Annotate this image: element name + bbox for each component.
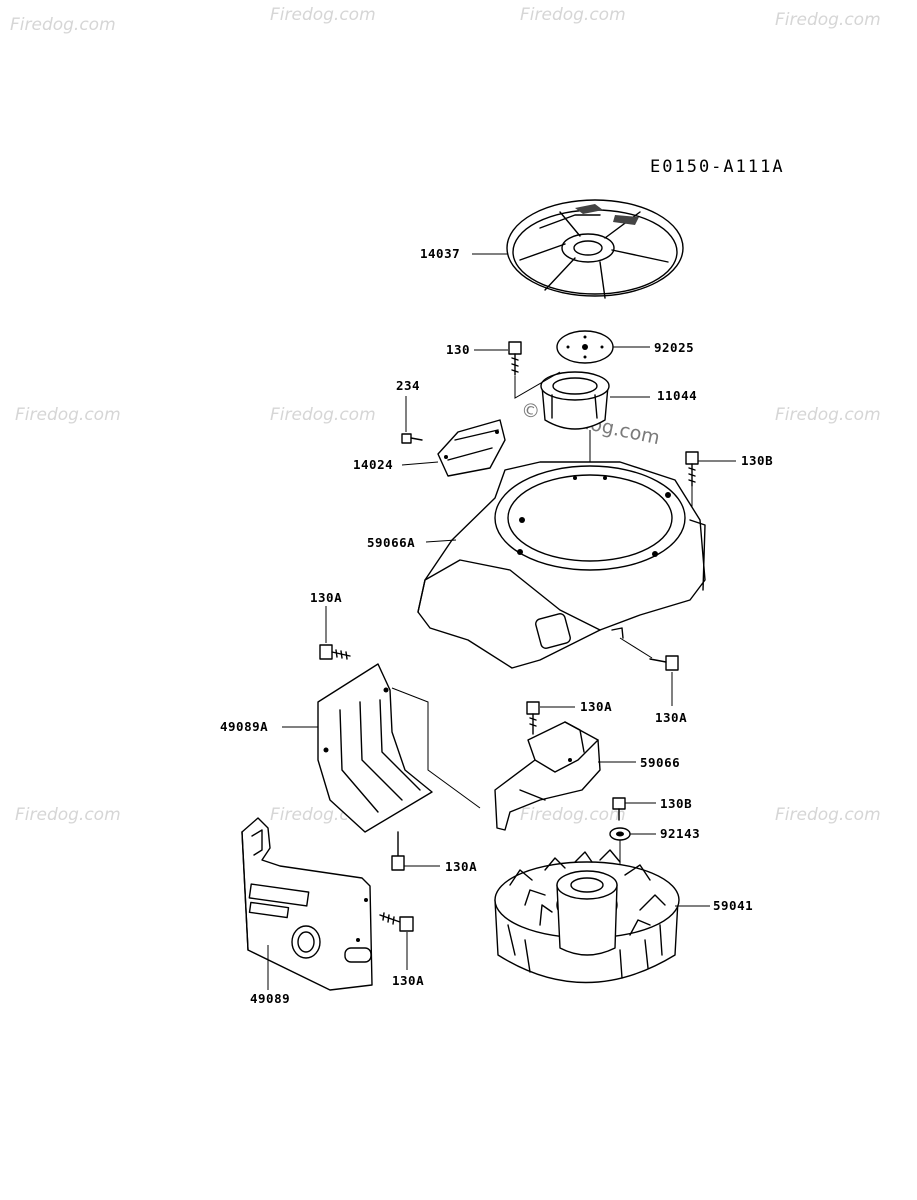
watermark: Firedog.com	[520, 805, 626, 825]
diagram-code: E0150-A111A	[650, 157, 785, 177]
part-cover-49089	[241, 817, 373, 991]
part-screw-234	[401, 433, 423, 444]
watermark: Firedog.com	[270, 5, 376, 25]
part-bolt-130	[508, 341, 522, 376]
part-cover-14024	[437, 419, 506, 477]
callout-59041: 59041	[713, 898, 753, 913]
part-bolt-130B-top	[685, 451, 699, 487]
part-bolt-130A-mid	[526, 701, 540, 735]
callout-49089A: 49089A	[220, 719, 268, 734]
callout-234: 234	[396, 378, 420, 393]
callout-92143: 92143	[660, 826, 700, 841]
part-flywheel-59041	[494, 849, 680, 984]
watermark: Firedog.com	[270, 405, 376, 425]
callout-92025: 92025	[654, 340, 694, 355]
watermark: Firedog.com	[775, 805, 881, 825]
watermark: Firedog.com	[775, 10, 881, 30]
callout-130B-top: 130B	[741, 453, 773, 468]
watermark: Firedog.com	[15, 405, 121, 425]
part-pulley-11044	[540, 371, 610, 430]
watermark: Firedog.com	[15, 805, 121, 825]
part-bolt-130A-right	[649, 655, 679, 671]
part-bolt-130A-left	[319, 644, 351, 660]
callout-14037: 14037	[420, 246, 460, 261]
watermarks: Firedog.com Firedog.com Firedog.com Fire…	[10, 5, 881, 825]
part-screen-14037	[506, 199, 684, 299]
callout-11044: 11044	[657, 388, 697, 403]
watermark: Firedog.com	[10, 15, 116, 35]
watermark: Firedog.com	[775, 405, 881, 425]
callout-130B-low: 130B	[660, 796, 692, 811]
callout-130A-low: 130A	[445, 859, 477, 874]
part-washer-92143	[609, 827, 631, 841]
callout-130A-mid: 130A	[580, 699, 612, 714]
part-baffle-49089A	[317, 663, 433, 833]
callout-130-top: 130	[446, 342, 470, 357]
callout-59066: 59066	[640, 755, 680, 770]
callout-130A-right: 130A	[655, 710, 687, 725]
callout-14024: 14024	[353, 457, 393, 472]
callout-59066A: 59066A	[367, 535, 415, 550]
part-bracket-59066	[494, 721, 601, 831]
callout-130A-bottom: 130A	[392, 973, 424, 988]
part-housing-59066A	[417, 461, 706, 669]
part-bolt-130A-low	[391, 831, 405, 871]
part-plate-92025	[556, 330, 614, 364]
part-bolt-130A-bottom	[379, 912, 414, 932]
callout-49089: 49089	[250, 991, 290, 1006]
watermark: Firedog.com	[520, 5, 626, 25]
callout-130A-left: 130A	[310, 590, 342, 605]
